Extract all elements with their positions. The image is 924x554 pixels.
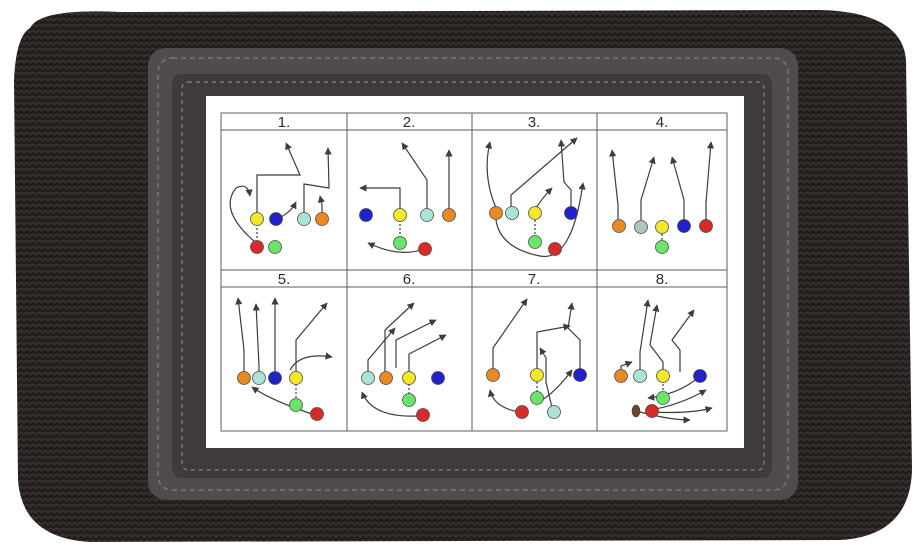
window-sheen xyxy=(206,96,744,448)
